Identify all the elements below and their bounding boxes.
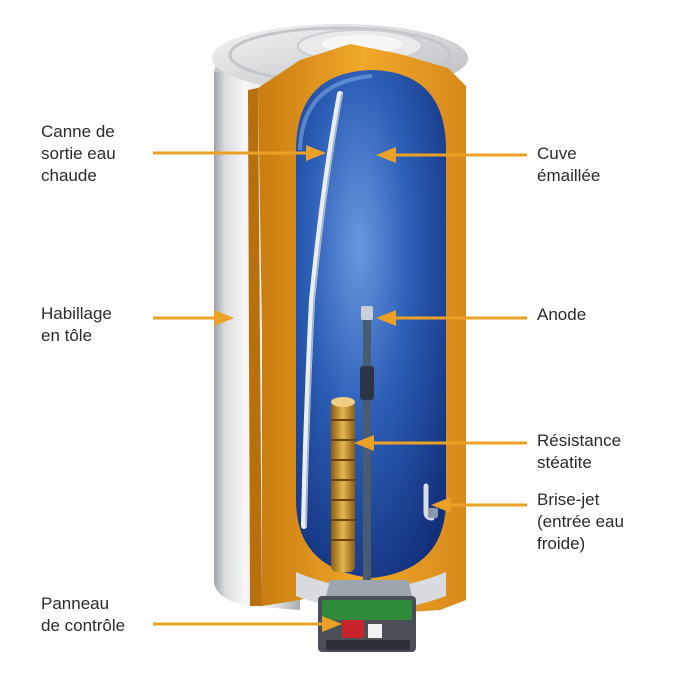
label-line: de contrôle: [41, 616, 126, 635]
pointer-panneau: [153, 616, 342, 632]
label-anode: Anode: [537, 304, 586, 326]
label-line: sortie eau: [41, 144, 116, 163]
label-line: émaillée: [537, 166, 601, 185]
label-line: (entrée eau: [537, 512, 624, 531]
label-sheet-casing: Habillage en tôle: [41, 303, 112, 347]
hot-water-outlet-pipe: [301, 91, 343, 529]
label-control-panel: Panneau de contrôle: [41, 593, 125, 637]
label-line: Cuve: [537, 144, 577, 163]
label-line: Brise-jet: [537, 490, 600, 509]
label-line: Résistance: [537, 431, 622, 450]
pointer-brise: [431, 497, 527, 513]
pointer-resistance: [354, 435, 527, 451]
label-line: stéatite: [537, 453, 592, 472]
label-line: Habillage: [41, 304, 112, 323]
pointer-habillage: [153, 310, 234, 326]
label-enamelled-tank: Cuve émaillée: [537, 143, 600, 187]
pointer-canne: [153, 145, 326, 161]
label-line: froide): [537, 534, 586, 553]
label-steatite-resistance: Résistance stéatite: [537, 430, 621, 474]
cold-water-inlet: [423, 483, 438, 521]
label-anti-splash-inlet: Brise-jet (entrée eau froide): [537, 489, 624, 555]
label-line: chaude: [41, 166, 97, 185]
steatite-resistance: [331, 397, 355, 572]
label-line: Panneau: [41, 594, 110, 613]
label-hot-water-outlet: Canne de sortie eau chaude: [41, 121, 116, 187]
pointer-cuve: [376, 147, 527, 163]
pointer-anode: [376, 310, 527, 326]
label-line: Anode: [537, 305, 587, 324]
control-panel: [318, 596, 416, 652]
label-line: en tôle: [41, 326, 93, 345]
label-line: Canne de: [41, 122, 115, 141]
